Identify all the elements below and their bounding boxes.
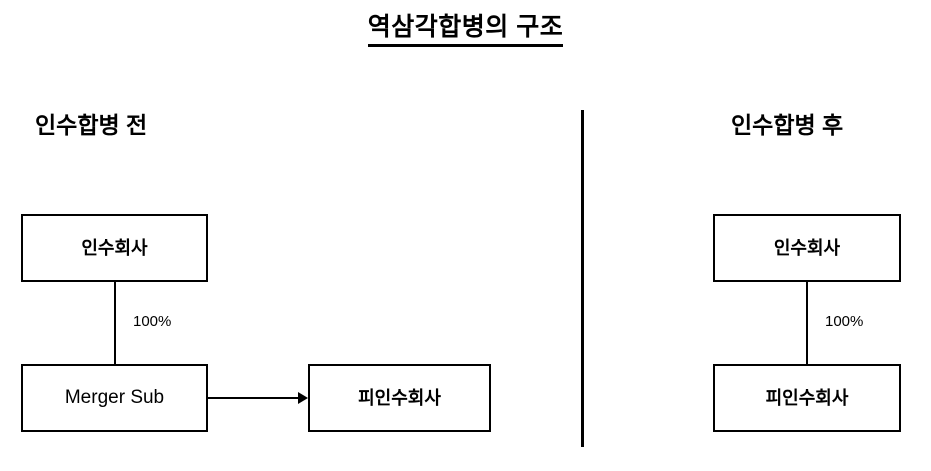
ownership-percent-before: 100% [133,313,172,330]
diagram-title-text: 역삼각합병의 구조 [367,13,564,47]
box-acquirer-after-label: 인수회사 [773,238,841,258]
box-acquirer-before: 인수회사 [21,214,208,282]
box-target-after-label: 피인수회사 [765,388,849,408]
section-heading-before: 인수합병 전 [35,112,148,138]
box-acquirer-before-label: 인수회사 [81,238,148,258]
box-merger-sub-label: Merger Sub [64,387,165,408]
box-merger-sub: Merger Sub [21,364,208,432]
merger-arrow-head-icon [298,392,308,404]
box-acquirer-after: 인수회사 [713,214,901,282]
panel-divider [581,110,584,447]
box-target-before: 피인수회사 [308,364,491,432]
box-target-after: 피인수회사 [713,364,901,432]
diagram-title: 역삼각합병의 구조 [0,12,931,47]
box-target-before-label: 피인수회사 [358,388,441,408]
ownership-connector-before [114,282,116,364]
section-heading-after: 인수합병 후 [731,112,844,138]
merger-arrow-line [208,397,302,399]
ownership-connector-after [806,282,808,364]
ownership-percent-after: 100% [825,313,864,330]
